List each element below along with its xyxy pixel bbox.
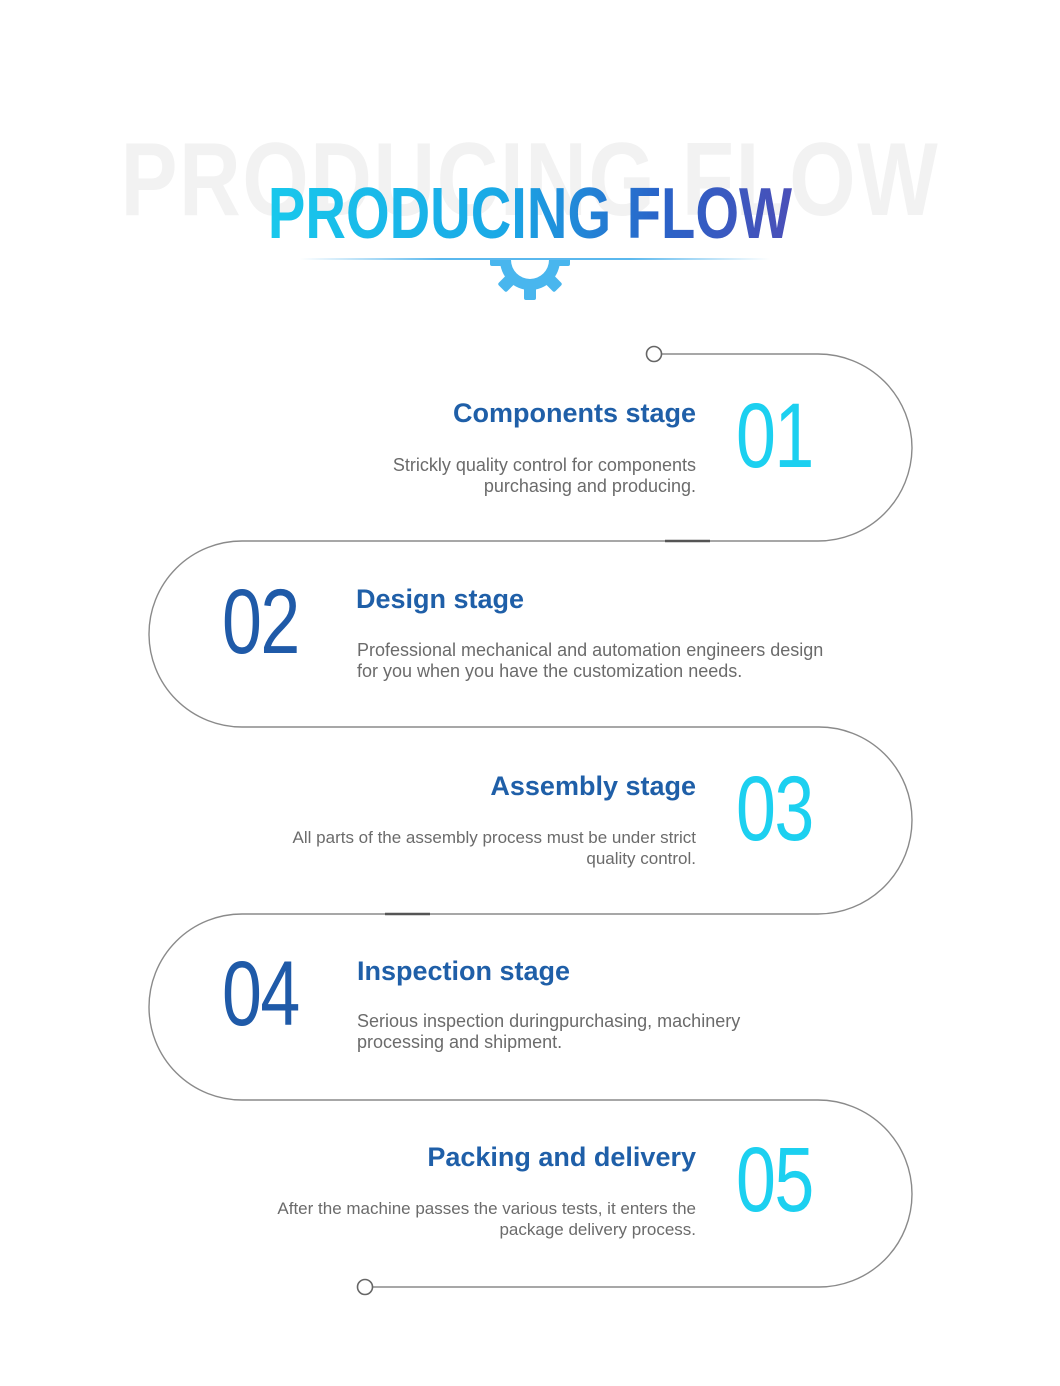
stage-2-description-line-2: for you when you have the customization … — [357, 661, 743, 681]
stage-5-description-line-2: package delivery process. — [499, 1220, 696, 1239]
stage-1-description-line-2: purchasing and producing. — [483, 476, 696, 496]
track-end-node — [356, 1278, 374, 1296]
background-watermark-title: PRODUCING FLOW — [121, 122, 940, 238]
track-segment-5 — [372, 1099, 913, 1288]
track-segment-1 — [242, 353, 913, 542]
stage-2-description-line-1: Professional mechanical and automation e… — [357, 640, 824, 660]
stage-4-description-line-2: processing and shipment. — [357, 1032, 563, 1052]
stage-3-number: 03 — [736, 758, 814, 860]
stage-5-description-line-1: After the machine passes the various tes… — [277, 1199, 696, 1218]
stage-1-description-line-1: Strickly quality control for components — [392, 455, 696, 475]
stage-4-title: Inspection stage — [357, 956, 571, 986]
stage-4-description: Serious inspection duringpurchasing, mac… — [357, 1011, 877, 1053]
page-title: PRODUCING FLOW — [117, 178, 944, 250]
track-start-node — [645, 345, 663, 363]
stage-3-description-line-2: quality control. — [586, 849, 696, 868]
stage-1-title: Components stage — [452, 398, 696, 428]
stage-2-description: Professional mechanical and automation e… — [357, 640, 917, 682]
stage-2-number: 02 — [222, 571, 300, 673]
stage-3-title: Assembly stage — [490, 771, 696, 801]
stage-5-description: After the machine passes the various tes… — [196, 1198, 696, 1240]
stage-3-description-line-1: All parts of the assembly process must b… — [292, 828, 696, 847]
stage-5-title: Packing and delivery — [427, 1142, 696, 1172]
stage-4-number: 04 — [222, 943, 300, 1045]
page-title-text: PRODUCING FLOW — [267, 174, 793, 254]
gear-icon — [490, 260, 570, 300]
stage-5-number: 05 — [736, 1129, 814, 1231]
stage-1-number: 01 — [736, 385, 814, 487]
stage-2-title: Design stage — [356, 584, 525, 614]
track-segment-4 — [148, 913, 818, 1101]
stage-1-description: Strickly quality control for components … — [216, 455, 696, 497]
stage-4-description-line-1: Serious inspection duringpurchasing, mac… — [357, 1011, 741, 1031]
title-underline — [300, 258, 770, 260]
track-segment-2 — [148, 540, 818, 728]
stage-3-description: All parts of the assembly process must b… — [196, 827, 696, 869]
track-segment-3 — [242, 726, 913, 915]
